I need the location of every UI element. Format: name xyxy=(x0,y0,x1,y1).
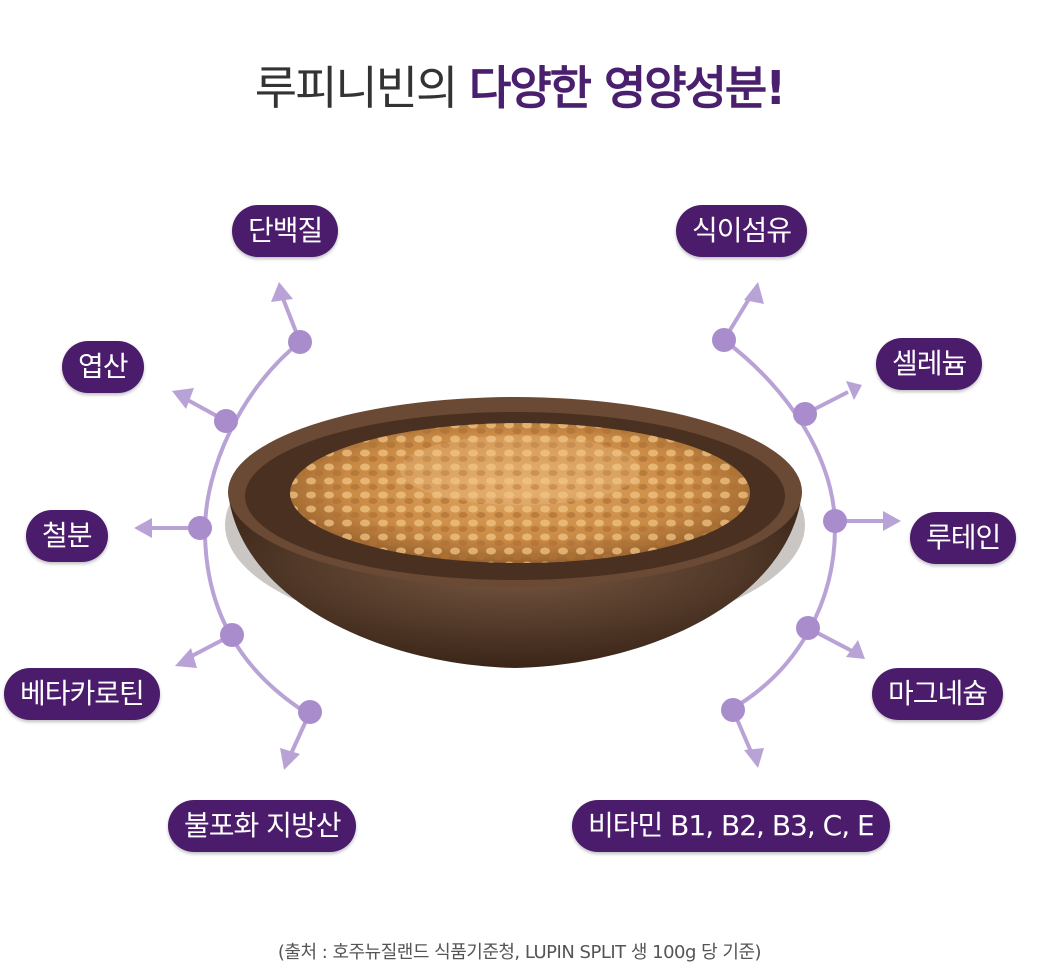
nutrient-pill-magnesium: 마그네슘 xyxy=(872,668,1004,720)
right-arrowheads xyxy=(744,282,901,768)
nutrient-pill-iron: 철분 xyxy=(26,510,108,562)
page-title: 루피니빈의 다양한 영양성분! xyxy=(0,52,1039,118)
nutrient-pill-dietary-fiber: 식이섬유 xyxy=(676,205,808,257)
title-highlight: 다양한 영양성분! xyxy=(469,61,786,115)
nutrient-pill-selenium: 셀레늄 xyxy=(876,338,983,390)
left-arrowheads xyxy=(134,282,300,770)
left-dots xyxy=(188,330,322,724)
nutrient-pill-folic-acid: 엽산 xyxy=(62,341,144,393)
source-footnote: (출처 : 호주뉴질랜드 식품기준청, LUPIN SPLIT 생 100g 당… xyxy=(277,942,762,963)
lupin-bowl-illustration xyxy=(225,397,805,668)
nutrient-pill-vitamins: 비타민 B1, B2, B3, C, E xyxy=(572,800,890,852)
nutrient-pill-lutein: 루테인 xyxy=(910,512,1017,564)
nutrient-pill-beta-carotene: 베타카로틴 xyxy=(4,668,160,720)
right-dots xyxy=(712,328,847,722)
title-prefix: 루피니빈의 xyxy=(254,61,469,115)
nutrient-pill-protein: 단백질 xyxy=(232,205,339,257)
nutrient-pill-unsaturated-fat: 불포화 지방산 xyxy=(168,800,357,852)
